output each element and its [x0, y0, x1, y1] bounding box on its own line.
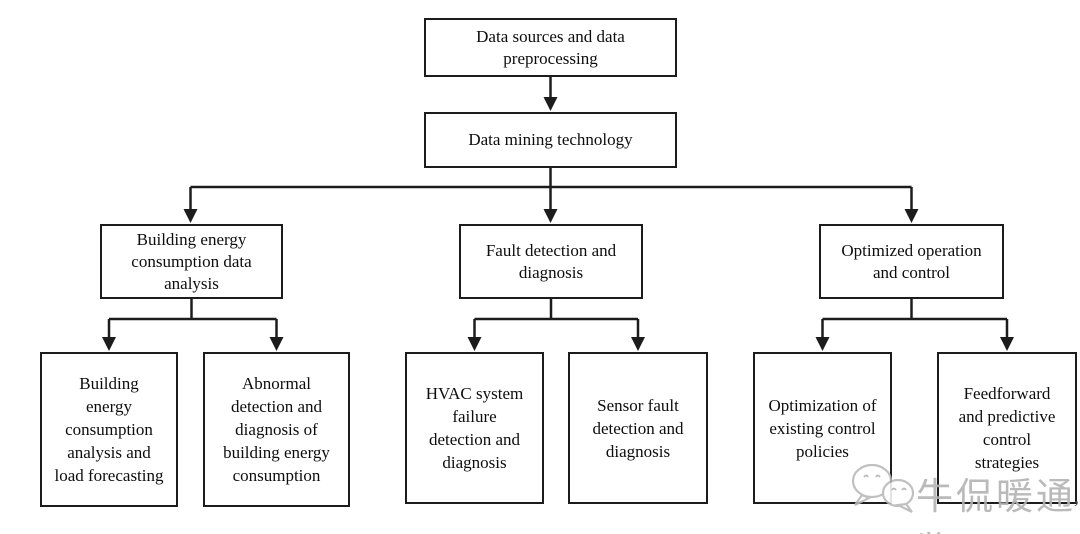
node-sensor-fault-detection: Sensor fault detection and diagnosis	[568, 352, 708, 504]
node-fault-detection: Fault detection and diagnosis	[459, 224, 643, 299]
node-optimized-operation: Optimized operation and control	[819, 224, 1004, 299]
connector-root-to-mining	[543, 77, 558, 111]
node-data-mining-technology: Data mining technology	[424, 112, 677, 168]
connector-mining-to-branches	[183, 168, 919, 223]
node-data-sources: Data sources and data preprocessing	[424, 18, 677, 77]
node-optimization-control-policies: Optimization of existing control policie…	[753, 352, 892, 504]
node-consumption-load-forecasting: Building energy consumption analysis and…	[40, 352, 178, 507]
node-abnormal-detection: Abnormal detection and diagnosis of buil…	[203, 352, 350, 507]
node-building-energy-analysis: Building energy consumption data analysi…	[100, 224, 283, 299]
connector-branch1-to-leaves	[102, 299, 284, 351]
node-hvac-failure-detection: HVAC system failure detection and diagno…	[405, 352, 544, 504]
connector-branch2-to-leaves	[467, 299, 645, 351]
connector-branch3-to-leaves	[815, 299, 1014, 351]
node-feedforward-predictive-control: Feedforward and predictive control strat…	[937, 352, 1077, 504]
